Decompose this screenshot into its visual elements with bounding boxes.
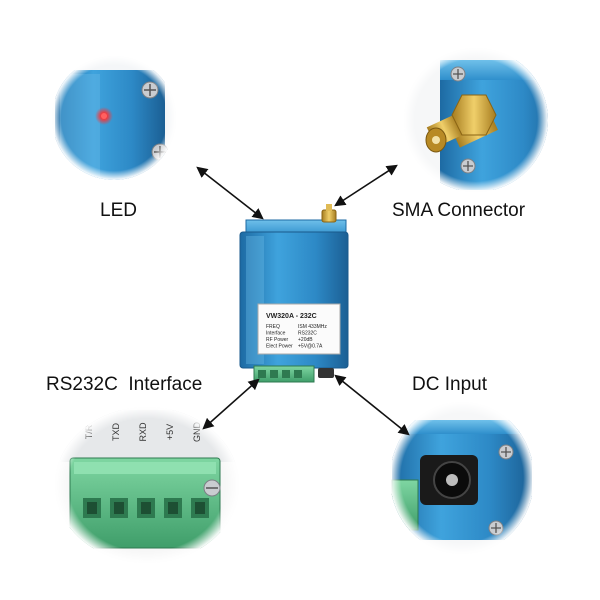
arrow-led	[196, 166, 264, 220]
spec-key: FREQ	[266, 324, 280, 330]
spec-value: ISM 433MHz	[298, 324, 327, 330]
callout-led: LED	[100, 200, 137, 221]
callout-dc-input: DC Input	[412, 374, 487, 395]
spec-key: RF Power	[266, 337, 289, 343]
arrow-rs232c	[202, 378, 260, 430]
arrow-dc	[334, 374, 410, 436]
spec-value: RS232C	[298, 331, 317, 337]
spec-key: Elect Power	[266, 344, 293, 350]
device-model: VW320A - 232C	[266, 313, 317, 320]
sma-connector-icon	[321, 204, 337, 223]
callout-sma-connector: SMA Connector	[392, 200, 526, 221]
terminal-block	[253, 365, 334, 383]
spec-value: +20dB	[298, 337, 313, 343]
spec-key: Interface	[266, 331, 286, 337]
callout-rs232c-interface: RS232C Interface	[46, 374, 203, 395]
arrow-sma	[334, 164, 398, 207]
spec-value: +5V@0.7A	[298, 344, 323, 350]
